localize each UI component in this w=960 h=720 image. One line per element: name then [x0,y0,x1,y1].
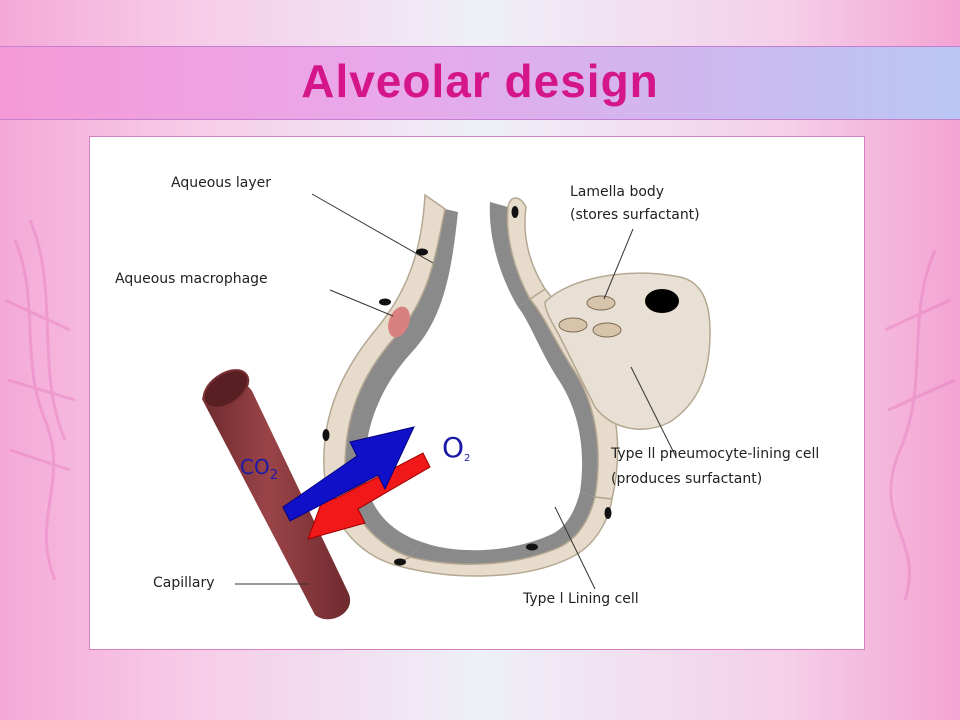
co2-main: CO [240,455,270,479]
leader-type1 [554,506,596,590]
title-band [0,46,960,120]
capillary-vessel [202,379,351,620]
wall-nucleus [604,507,612,519]
wall-nucleus [511,206,519,218]
label-aqueous-layer: Aqueous layer [171,175,272,191]
diagram-panel: Aqueous layer Aqueous macrophage Lamella… [89,136,865,650]
o2-arrow [282,426,415,522]
leader-type2 [630,366,677,458]
label-capillary: Capillary [153,575,215,591]
alveolus-diagram [202,193,711,620]
leader-lamella-body [603,228,634,300]
leader-aqueous-layer [311,193,434,264]
o2-sub: 2 [464,453,471,464]
type2-nucleus [645,289,679,313]
label-type2-line2: (produces surfactant) [611,471,763,487]
label-aqueous-macrophage: Aqueous macrophage [115,271,268,287]
alveolar-macrophage [388,306,410,338]
left-wall-inner-layer [345,209,458,557]
floor-inner-layer [410,492,595,565]
lamella-body-2 [558,317,588,333]
label-lamella-body-line2: (stores surfactant) [570,207,700,223]
leader-macrophage [329,289,394,317]
right-upper-outer [506,197,547,301]
lamella-body-1 [586,295,616,311]
label-type1: Type l Lining cell [523,591,639,607]
right-wall-inner-layer [518,299,599,497]
o2-main: O [442,431,465,464]
type2-pneumocyte [544,272,711,430]
wall-nucleus [526,543,538,551]
co2-arrow [307,452,431,540]
capillary-opening [202,369,250,409]
wall-nucleus [322,429,330,441]
wall-nucleus [394,558,406,566]
wall-nucleus [379,298,391,306]
lamella-body-3 [592,322,622,338]
slide-title: Alveolar design [301,55,659,107]
co2-label: CO2 [240,455,278,483]
o2-label: O2 [442,431,470,464]
label-type2-line1: Type ll pneumocyte-lining cell [611,446,820,462]
co2-sub: 2 [269,468,278,483]
wall-nucleus [416,248,428,256]
right-upper-inner [489,202,530,307]
label-lamella-body-line1: Lamella body [570,184,665,200]
